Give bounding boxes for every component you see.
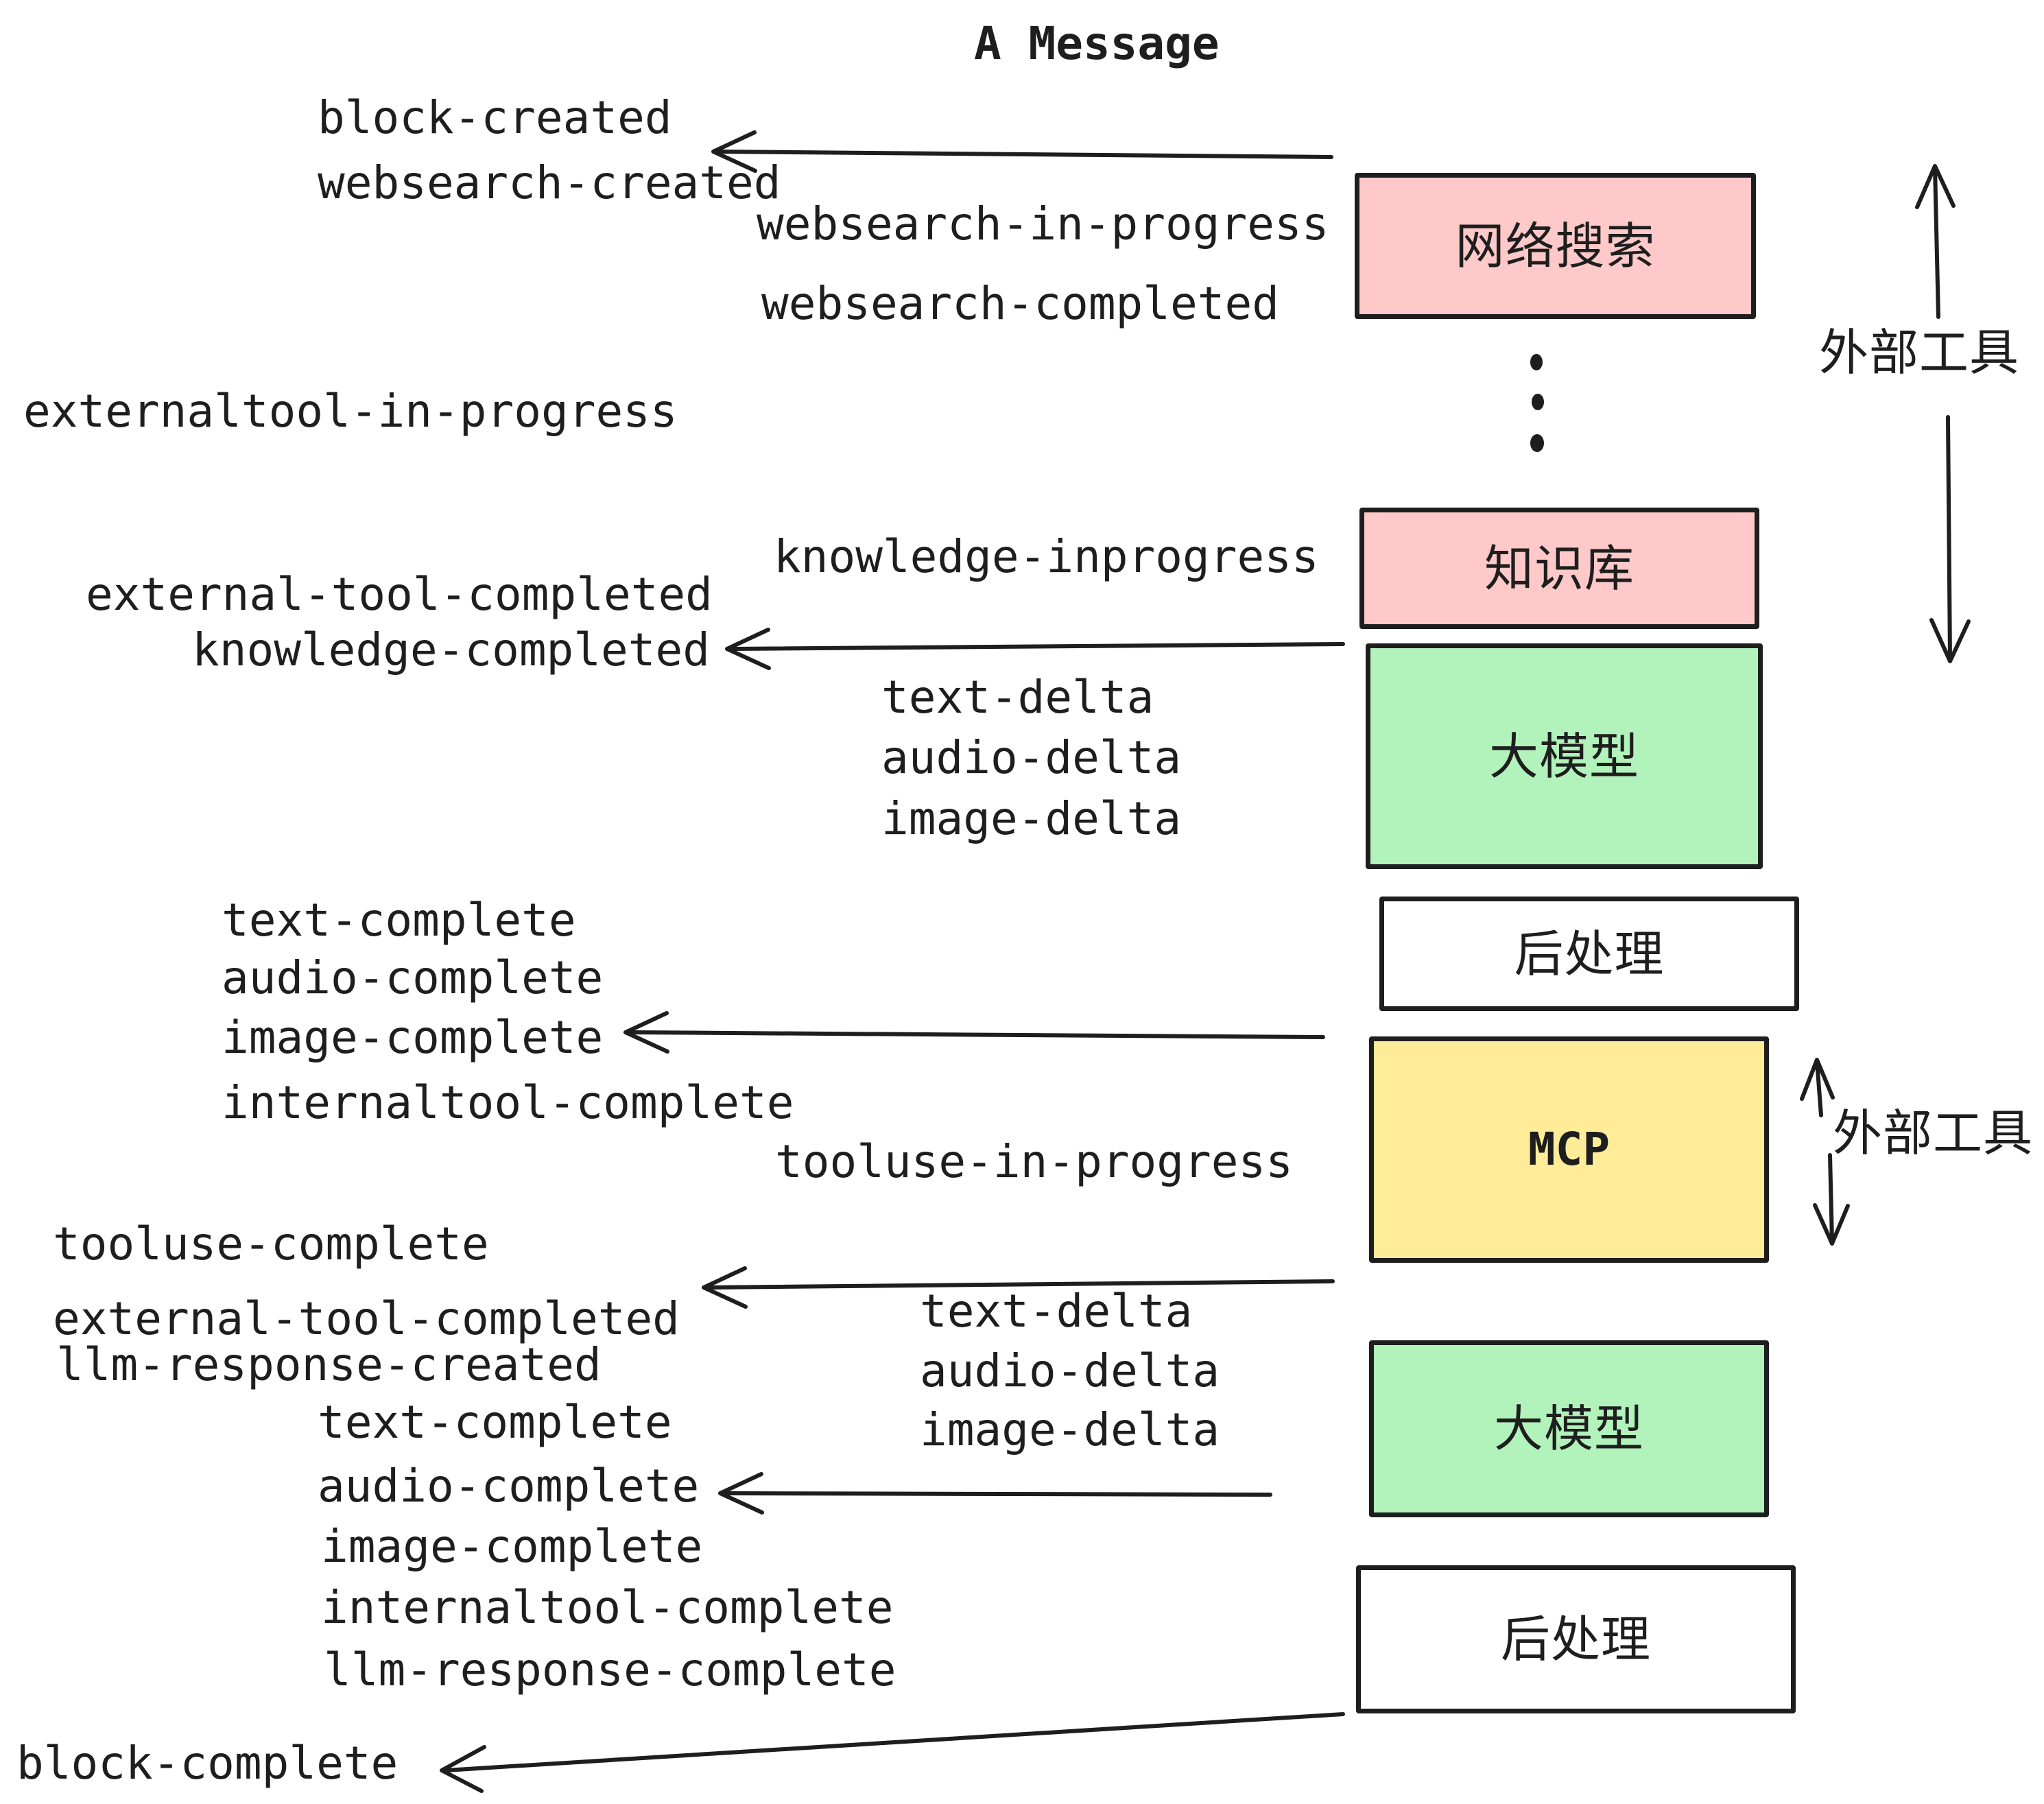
- event-websearch-in-progress: websearch-in-progress: [757, 198, 1329, 250]
- event-block-complete: block-complete: [16, 1737, 399, 1790]
- arrow-to-block-complete-icon: [440, 1712, 1345, 1793]
- mcp-external-tool-up-arrow-icon: [1800, 1058, 1835, 1117]
- ellipsis-dots-icon: [1530, 354, 1544, 452]
- arrow-to-block-created-icon: [711, 130, 1333, 173]
- event-text-delta-2: text-delta: [920, 1285, 1193, 1338]
- event-audio-delta-2: audio-delta: [920, 1344, 1220, 1397]
- event-tooluse-complete: tooluse-complete: [53, 1218, 489, 1270]
- box-llm-1: 大模型: [1366, 643, 1763, 869]
- external-tool-annotation-1: 外部工具: [1819, 324, 2020, 381]
- event-llm-response-complete: llm-response-complete: [324, 1643, 896, 1696]
- event-image-complete-1: image-complete: [222, 1011, 604, 1064]
- external-tool-up-arrow-icon: [1915, 164, 1956, 319]
- box-knowledge-base-label: 知识库: [1484, 539, 1635, 597]
- event-image-delta-2: image-delta: [920, 1403, 1220, 1456]
- event-tooluse-in-progress: tooluse-in-progress: [775, 1135, 1293, 1188]
- event-knowledge-inprogress: knowledge-inprogress: [774, 530, 1319, 583]
- arrow-to-knowledge-completed-icon: [725, 628, 1345, 670]
- event-text-complete-1: text-complete: [222, 894, 576, 947]
- event-websearch-created: websearch-created: [318, 156, 781, 209]
- event-image-complete-2: image-complete: [321, 1520, 703, 1573]
- event-audio-delta-1: audio-delta: [881, 731, 1182, 784]
- event-internaltool-complete-1: internaltool-complete: [222, 1076, 794, 1129]
- box-postprocess-1: 后处理: [1379, 897, 1799, 1011]
- event-external-tool-completed-1: external-tool-completed: [86, 568, 713, 621]
- box-mcp: MCP: [1369, 1036, 1769, 1263]
- event-block-created: block-created: [318, 91, 672, 144]
- box-knowledge-base: 知识库: [1359, 508, 1759, 629]
- box-llm-2-label: 大模型: [1493, 1400, 1644, 1458]
- event-internaltool-complete-2: internaltool-complete: [321, 1581, 894, 1634]
- event-text-complete-2: text-complete: [318, 1396, 672, 1449]
- box-postprocess-1-label: 后处理: [1514, 925, 1665, 983]
- diagram-title: A Message: [974, 17, 1220, 70]
- box-postprocess-2-label: 后处理: [1500, 1611, 1651, 1668]
- event-image-delta-1: image-delta: [881, 792, 1182, 845]
- event-websearch-completed: websearch-completed: [761, 277, 1279, 330]
- arrow-to-tooluse-complete-icon: [702, 1266, 1335, 1309]
- box-postprocess-2: 后处理: [1356, 1565, 1796, 1713]
- mcp-external-tool-down-arrow-icon: [1813, 1153, 1850, 1246]
- box-mcp-label: MCP: [1528, 1123, 1611, 1176]
- event-knowledge-completed: knowledge-completed: [192, 624, 710, 676]
- event-text-delta-1: text-delta: [881, 671, 1154, 724]
- event-external-tool-completed-2: external-tool-completed: [53, 1292, 680, 1345]
- box-llm-1-label: 大模型: [1488, 727, 1639, 785]
- arrow-to-image-complete-icon: [623, 1011, 1325, 1054]
- external-tool-annotation-2: 外部工具: [1833, 1104, 2034, 1162]
- external-tool-down-arrow-icon: [1929, 415, 1971, 663]
- box-websearch-label: 网络搜索: [1455, 217, 1656, 275]
- event-externaltool-in-progress: externaltool-in-progress: [23, 385, 678, 438]
- box-llm-2: 大模型: [1369, 1340, 1769, 1517]
- event-audio-complete-2: audio-complete: [318, 1460, 700, 1512]
- event-audio-complete-1: audio-complete: [222, 951, 604, 1004]
- event-llm-response-created: llm-response-created: [56, 1338, 602, 1391]
- box-websearch: 网络搜索: [1355, 173, 1756, 319]
- arrow-to-audio-complete-icon: [718, 1472, 1272, 1515]
